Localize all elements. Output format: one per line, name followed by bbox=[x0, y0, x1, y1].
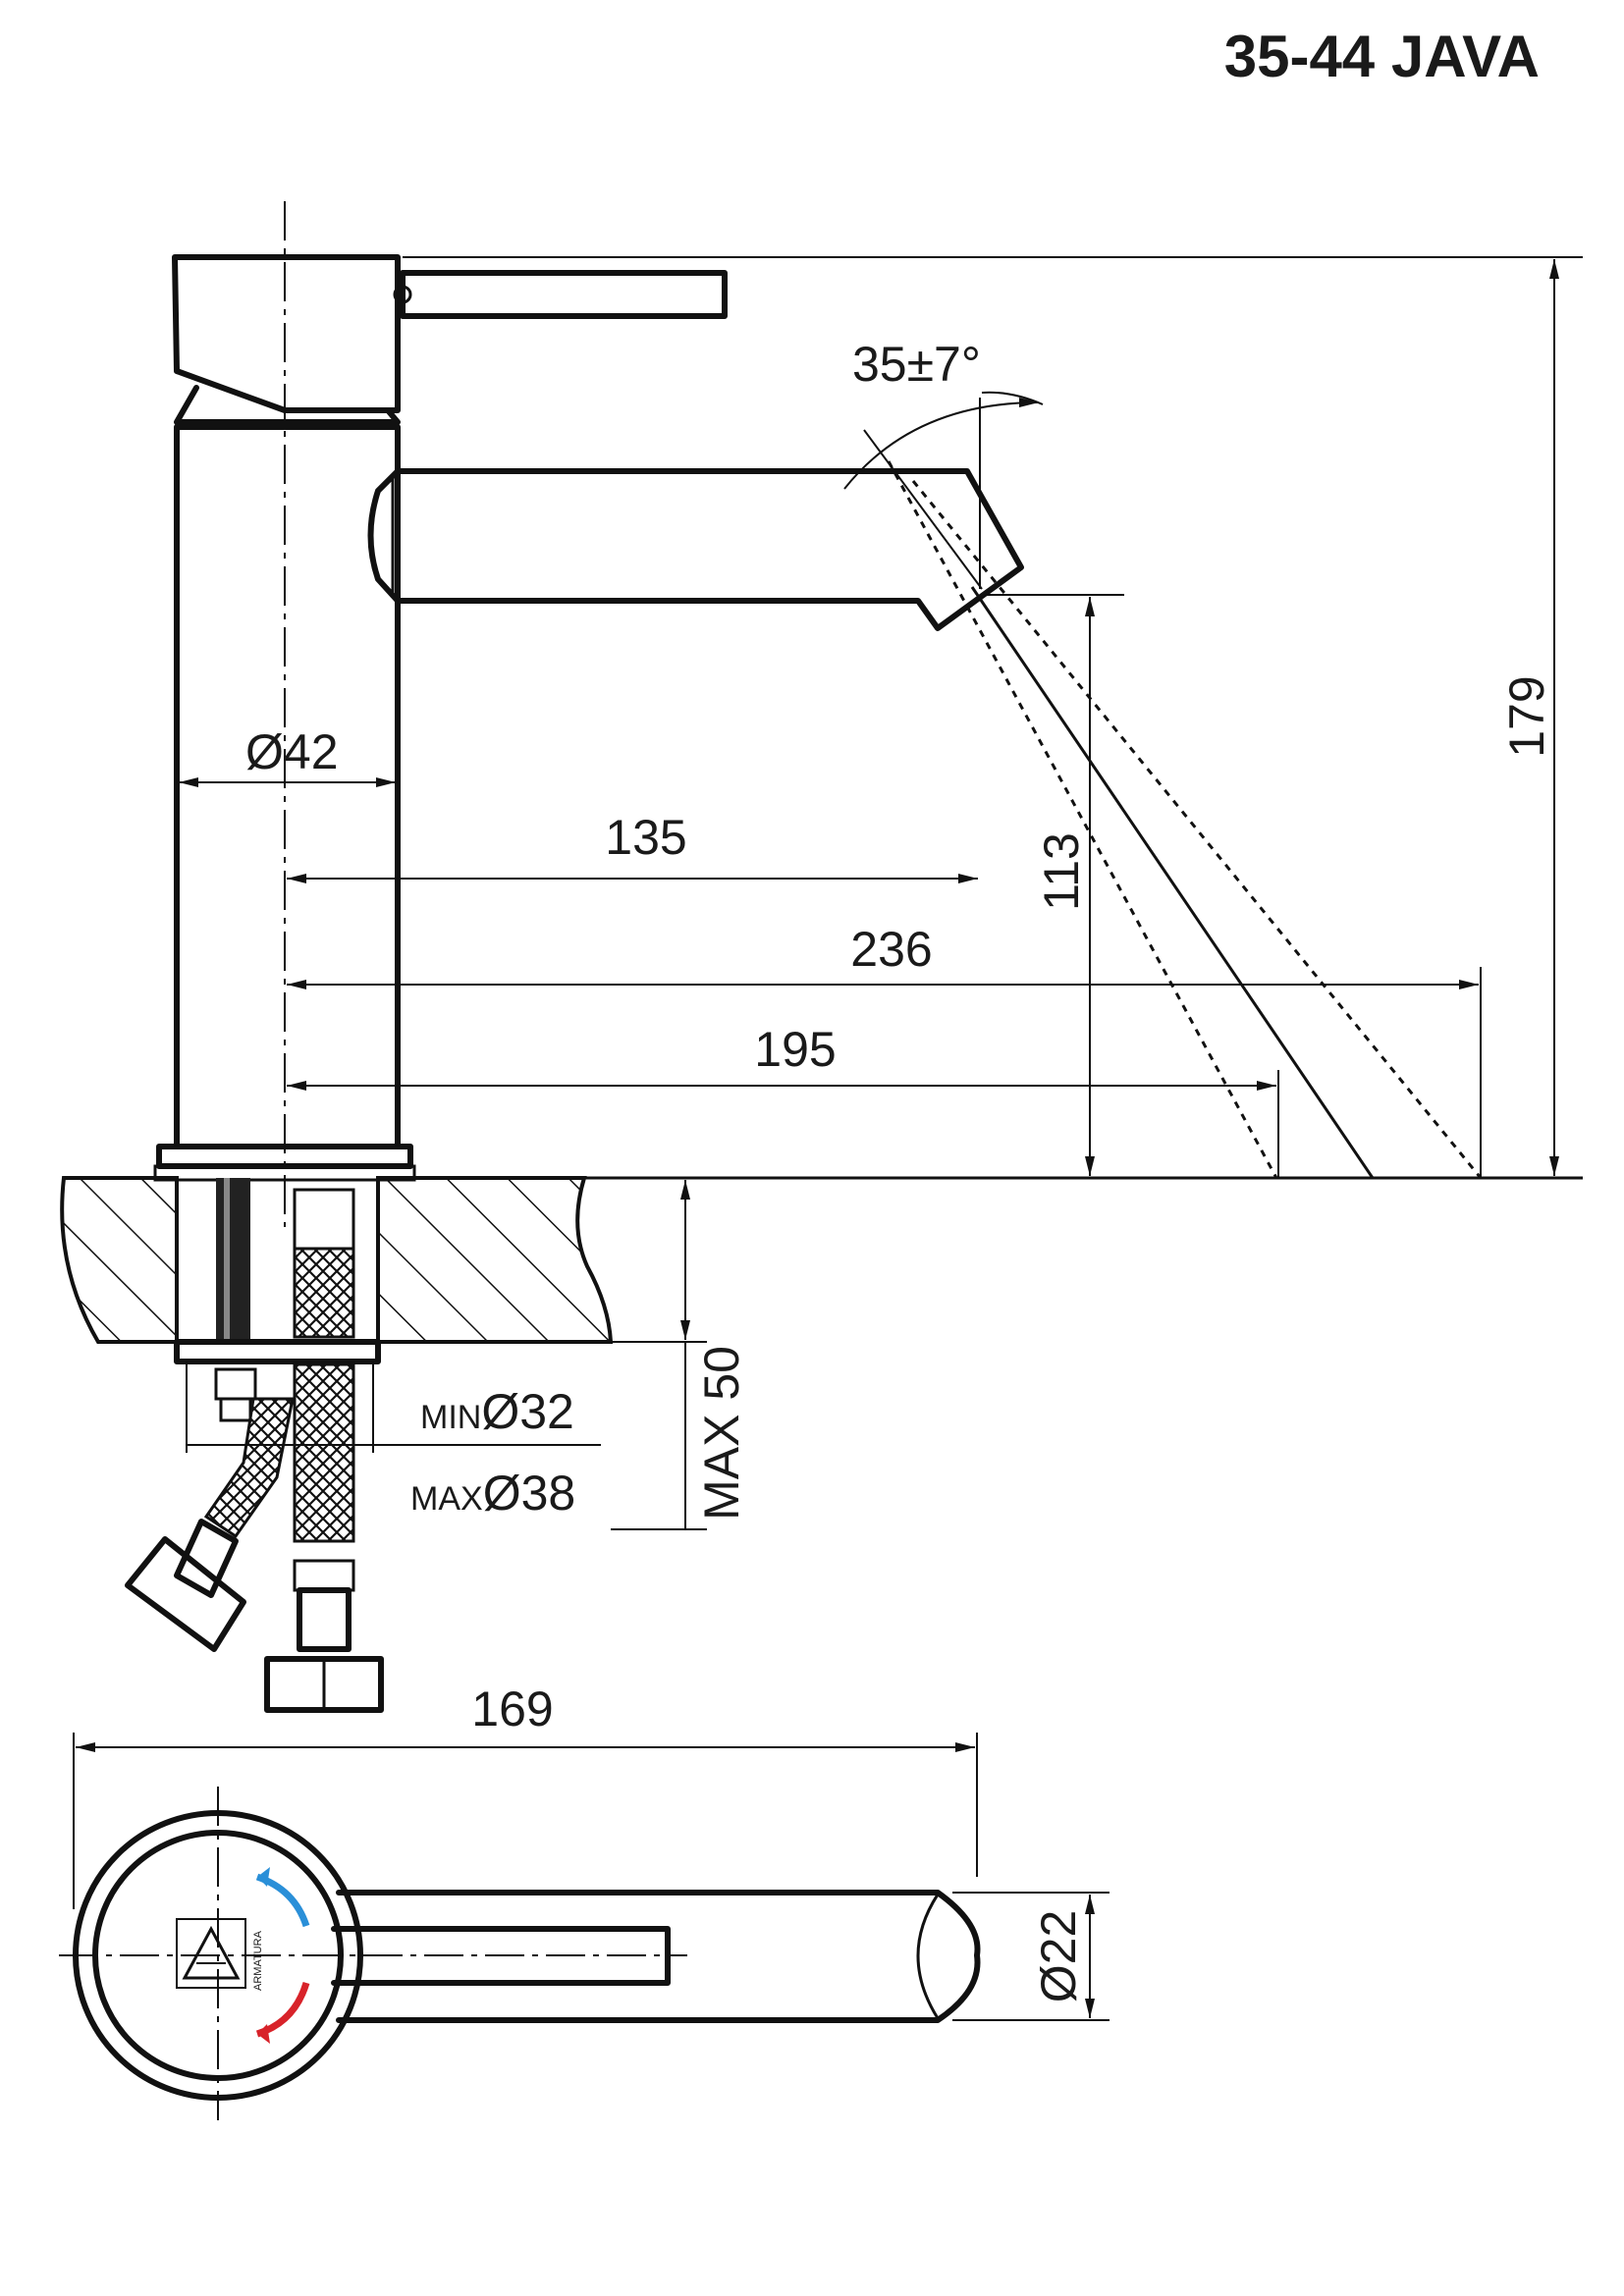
brand-logo: ARMATURA bbox=[176, 1918, 264, 1991]
lever-pivot bbox=[393, 285, 412, 304]
drawing-title: 35-44 JAVA bbox=[1224, 24, 1540, 89]
hole-max-label: MAXØ38 bbox=[410, 1466, 575, 1521]
hot-indicator bbox=[255, 1981, 310, 2038]
angle-annotation: 35±7° bbox=[843, 337, 1044, 590]
jet-far-label: 236 bbox=[850, 922, 932, 977]
brand-logo-text: ARMATURA bbox=[252, 1930, 264, 1991]
handle-cap bbox=[172, 254, 401, 413]
max-thickness-label: MAX 50 bbox=[694, 1346, 749, 1521]
angle-label: 35±7° bbox=[852, 337, 981, 392]
jet-line-min bbox=[887, 460, 1278, 1179]
jet-line-max bbox=[911, 480, 1483, 1179]
hole-min-prefix: MIN bbox=[420, 1399, 481, 1436]
worktop-section bbox=[60, 1176, 707, 1453]
hose-braid-bent bbox=[203, 1397, 295, 1539]
dim-max-thickness: MAX 50 bbox=[611, 1180, 749, 1530]
dim-jet-near: 195 bbox=[287, 1022, 1279, 1178]
dim-hole: MINØ32 MAXØ38 bbox=[373, 1384, 601, 1521]
spout-height-label: 113 bbox=[1034, 832, 1089, 911]
dim-spout-reach: 135 bbox=[287, 810, 978, 883]
top-view: 169 ARMATURA Ø22 bbox=[59, 1682, 1110, 2120]
mounting-stud bbox=[216, 1178, 250, 1342]
dim-body-diameter: Ø42 bbox=[179, 724, 396, 787]
spout-diameter-label: Ø22 bbox=[1031, 1910, 1086, 2003]
dim-jet-far: 236 bbox=[287, 922, 1482, 1178]
hose-braid-straight bbox=[293, 1362, 355, 1543]
hose-braid-upper bbox=[293, 1247, 355, 1339]
side-view bbox=[153, 201, 1583, 1227]
supply-hoses bbox=[125, 1362, 384, 1713]
tap-spout bbox=[367, 468, 1024, 631]
top-length-label: 169 bbox=[471, 1682, 553, 1736]
hose-nut-bent bbox=[125, 1536, 246, 1652]
jet-near-label: 195 bbox=[754, 1022, 836, 1077]
worktop-left bbox=[60, 1176, 179, 1344]
fixing-nut bbox=[214, 1367, 257, 1401]
hole-max-value: Ø38 bbox=[483, 1466, 576, 1521]
tap-body bbox=[174, 424, 401, 1149]
hole-min-value: Ø32 bbox=[481, 1384, 574, 1439]
lever-plan bbox=[331, 1926, 671, 1986]
hole-min-label: MINØ32 bbox=[420, 1384, 574, 1439]
hole-max-prefix: MAX bbox=[410, 1480, 483, 1518]
dim-spout-height: 113 bbox=[982, 594, 1124, 1176]
handle-neck bbox=[174, 385, 401, 425]
dim-total-height: 179 bbox=[1499, 259, 1559, 1176]
hose-nut-straight bbox=[264, 1656, 384, 1713]
spout-plan bbox=[336, 1890, 981, 2023]
spout-reach-label: 135 bbox=[605, 810, 686, 865]
worktop-right bbox=[376, 1176, 614, 1344]
body-diameter-label: Ø42 bbox=[245, 724, 339, 779]
handle-lever bbox=[400, 270, 728, 319]
fixing-plate bbox=[174, 1339, 381, 1364]
jet-line bbox=[970, 586, 1375, 1179]
total-height-label: 179 bbox=[1499, 675, 1554, 757]
